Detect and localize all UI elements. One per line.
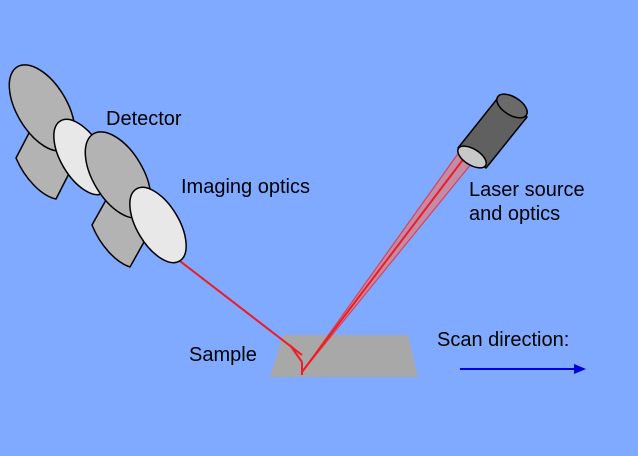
scan-direction-label: Scan direction:: [437, 329, 570, 351]
reflection-ray: [289, 344, 303, 363]
sample-label: Sample: [189, 344, 257, 366]
laser-source-label-line2: and optics: [469, 203, 561, 225]
imaging-optics-cylinder: [84, 131, 187, 268]
detector-label: Detector: [106, 108, 182, 130]
laser-beam-edge: [301, 157, 477, 373]
laser-beam-center: [301, 152, 469, 373]
laser-source-label-line1: Laser source: [469, 179, 585, 201]
sample-plate: [270, 335, 418, 377]
laser-beam-edge: [301, 147, 463, 373]
laser-source-cylinder: [457, 93, 528, 169]
laser-source-label: Laser source and optics: [469, 178, 585, 226]
imaging-optics-label: Imaging optics: [181, 176, 310, 198]
